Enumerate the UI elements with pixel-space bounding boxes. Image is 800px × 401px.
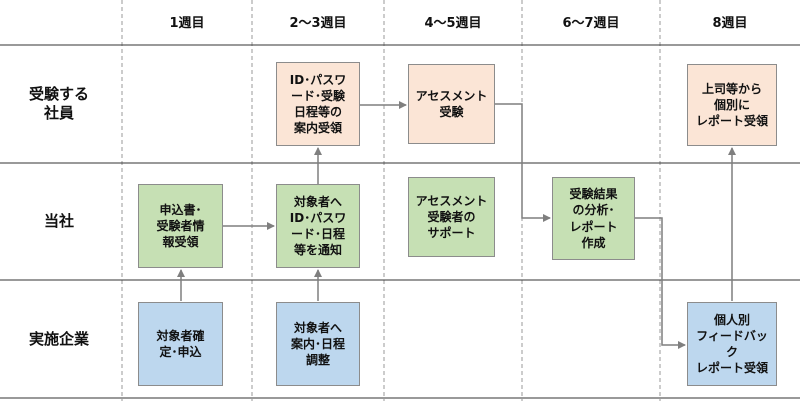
column-separators bbox=[121, 0, 661, 401]
box-guide-schedule-text: 対象者へ 案内･日程 調整 bbox=[290, 320, 345, 368]
box-id-receive: ID･パスワ ード･受験 日程等の 案内受領 bbox=[276, 62, 360, 146]
box-individual-feedback: 個人別 フィードバック レポート受領 bbox=[687, 302, 777, 386]
week-header-4: 6～7週目 bbox=[562, 16, 620, 31]
lane-label-vendor: 実施企業 bbox=[0, 280, 118, 398]
week-header-1: 1週目 bbox=[169, 16, 205, 31]
box-assessment-support: アセスメント 受験者の サポート bbox=[408, 177, 495, 257]
box-individual-feedback-text: 個人別 フィードバック レポート受領 bbox=[695, 312, 768, 376]
box-guide-schedule: 対象者へ 案内･日程 調整 bbox=[276, 302, 360, 386]
box-analysis-report-text: 受験結果 の分析･ レポート 作成 bbox=[569, 187, 618, 250]
box-assessment-take-text: アセスメント 受験 bbox=[415, 88, 488, 119]
arrows bbox=[177, 101, 736, 349]
arrow-analysis-to-feedback bbox=[635, 217, 686, 349]
lane-label-company-text: 当社 bbox=[43, 212, 74, 231]
box-report-from-boss: 上司等から 個別に レポート受領 bbox=[687, 64, 777, 146]
box-id-receive-text: ID･パスワ ード･受験 日程等の 案内受領 bbox=[289, 72, 347, 136]
arrow-assessment-to-analysis bbox=[495, 103, 551, 222]
lane-label-employee-text: 受験する 社員 bbox=[28, 85, 89, 122]
lane-label-employee: 受験する 社員 bbox=[0, 45, 118, 163]
lane-label-company: 当社 bbox=[0, 163, 118, 280]
lane-label-vendor-text: 実施企業 bbox=[28, 329, 89, 348]
box-notify-targets: 対象者へ ID･パスワ ード･日程 等を通知 bbox=[276, 184, 360, 268]
box-target-confirm: 対象者確 定･申込 bbox=[138, 302, 223, 386]
week-header-2: 2～3週目 bbox=[289, 16, 347, 31]
week-header-5: 8週目 bbox=[712, 16, 748, 31]
box-assessment-take: アセスメント 受験 bbox=[408, 64, 495, 144]
box-report-from-boss-text: 上司等から 個別に レポート受領 bbox=[695, 81, 768, 129]
lane-separators bbox=[0, 44, 800, 399]
box-analysis-report: 受験結果 の分析･ レポート 作成 bbox=[552, 177, 635, 260]
box-target-confirm-text: 対象者確 定･申込 bbox=[156, 328, 205, 359]
box-notify-targets-text: 対象者へ ID･パスワ ード･日程 等を通知 bbox=[289, 194, 347, 258]
box-application-receive-text: 申込書･ 受験者情 報受領 bbox=[156, 202, 205, 250]
box-application-receive: 申込書･ 受験者情 報受領 bbox=[138, 184, 223, 268]
box-assessment-support-text: アセスメント 受験者の サポート bbox=[415, 193, 488, 241]
week-header-3: 4～5週目 bbox=[424, 16, 482, 31]
